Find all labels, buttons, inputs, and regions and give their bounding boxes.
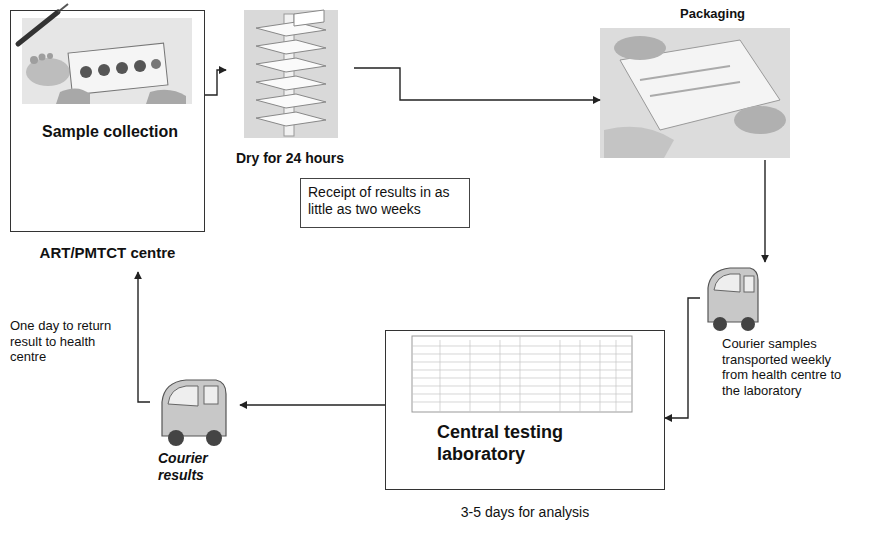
node-text: Central testing laboratory <box>437 422 637 465</box>
note-box: Receipt of results in as little as two w… <box>300 178 470 228</box>
flow-arrow <box>240 404 385 405</box>
flow-arrow <box>205 70 226 95</box>
flow-arrow <box>764 160 765 262</box>
sample-collection-picture <box>18 4 192 104</box>
node-text: ART/PMTCT centre <box>10 244 205 262</box>
node-text: Courier results <box>158 450 238 484</box>
node-text: 3-5 days for analysis <box>385 504 665 521</box>
flow-arrow <box>138 272 150 402</box>
courier-van-icon <box>162 380 226 446</box>
flow-arrow <box>354 68 600 100</box>
node-text: Receipt of results in as little as two w… <box>308 184 464 218</box>
flow-arrow <box>665 298 700 418</box>
node-text: Dry for 24 hours <box>226 150 354 167</box>
drying-step: Dry for 24 hours <box>226 8 354 174</box>
courier-results-step: Courier results <box>150 368 240 494</box>
box-outline <box>10 10 205 232</box>
node-text: Sample collection <box>42 122 182 141</box>
packaging-step: Packaging <box>600 6 790 160</box>
edge-label: One day to return result to health centr… <box>10 318 128 365</box>
results-sheet-picture <box>412 336 632 412</box>
laboratory-box: Central testing laboratory 3-5 days for a… <box>385 330 665 526</box>
courier-samples-step: Courier samples transported weekly from … <box>700 262 876 438</box>
courier-van-icon <box>708 268 758 331</box>
packaging-picture <box>600 28 790 158</box>
node-text: Packaging <box>680 6 786 22</box>
box-outline <box>385 330 665 490</box>
drying-rack-picture <box>244 10 338 138</box>
node-text: Courier samples transported weekly from … <box>722 336 842 398</box>
centre-box: Sample collectionART/PMTCT centre <box>10 10 205 272</box>
